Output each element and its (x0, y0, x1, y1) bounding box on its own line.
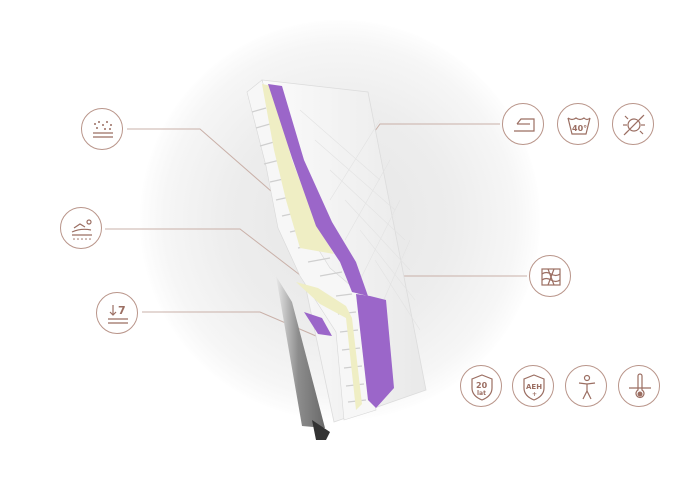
anti-mite-icon (612, 103, 654, 145)
mattress-base-side (276, 276, 325, 428)
warranty-20-years-icon: 20 lat (460, 365, 502, 407)
warranty-years: 20 (476, 381, 488, 390)
firmness-level-value: 7 (118, 304, 126, 317)
mattress-foot (312, 420, 330, 440)
firmness-level-icon: 7 (96, 292, 138, 334)
antiallergic-plus: + (532, 391, 537, 398)
callout-line-pressure (105, 228, 301, 276)
wash-temperature: 40° (572, 124, 587, 133)
purple-layer-side (304, 312, 332, 336)
warranty-unit: lat (477, 390, 486, 397)
callout-line-breathable (127, 128, 288, 206)
cover-texture (299, 109, 421, 331)
yellow-layer-bottom (296, 282, 362, 410)
breathable-layers-icon (81, 108, 123, 150)
thermoregulation-icon (618, 365, 660, 407)
core-structure-icon (529, 255, 571, 297)
pressure-relief-icon (60, 207, 102, 249)
purple-layer-bottom (356, 294, 394, 408)
yellow-layer-top (262, 84, 334, 254)
antiallergic-label: AEH (526, 383, 542, 391)
removable-cover-icon (502, 103, 544, 145)
purple-layer-top (268, 84, 368, 296)
antiallergic-icon: AEH + (512, 365, 554, 407)
wash-40-icon: 40° (557, 103, 599, 145)
body-support-icon (565, 365, 607, 407)
